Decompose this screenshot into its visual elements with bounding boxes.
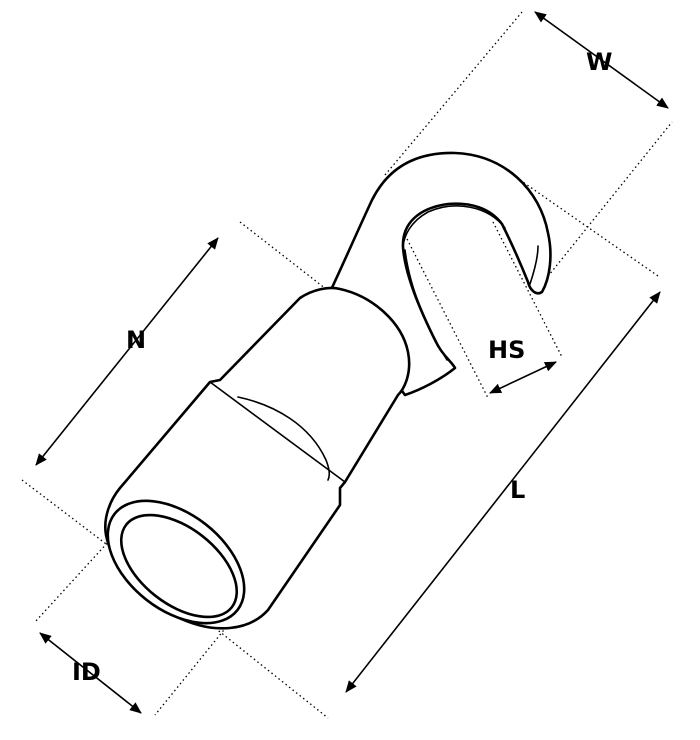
n-extension-bottom [21, 479, 119, 554]
id-extension-left [34, 539, 111, 623]
barrel-inner-rim [119, 513, 239, 619]
hook-tip-edge [529, 245, 539, 285]
n-dimension-line [35, 237, 219, 466]
dimension-lines [35, 11, 669, 714]
id-dimension-line [39, 632, 142, 714]
label-id: ID [72, 658, 101, 686]
tongue-inner-edge [404, 249, 448, 361]
barrel-opening [106, 499, 246, 625]
sleeve-step-line [209, 381, 346, 483]
label-n: N [126, 326, 146, 354]
dimension-labels: W N HS L ID [72, 48, 612, 686]
l-dimension-line [345, 291, 661, 693]
w-dimension-line [534, 11, 669, 109]
w-extension-left [384, 11, 523, 176]
hs-dimension-line [489, 361, 557, 394]
label-hs: HS [488, 336, 525, 364]
label-l: L [510, 476, 525, 504]
sleeve-contour-line [237, 396, 331, 481]
w-extension-right [544, 121, 673, 281]
n-extension-top [239, 221, 336, 297]
id-extension-right [154, 619, 233, 716]
l-extension-top [519, 179, 659, 277]
label-w: W [586, 48, 612, 76]
hook-inner-edge [402, 205, 506, 248]
